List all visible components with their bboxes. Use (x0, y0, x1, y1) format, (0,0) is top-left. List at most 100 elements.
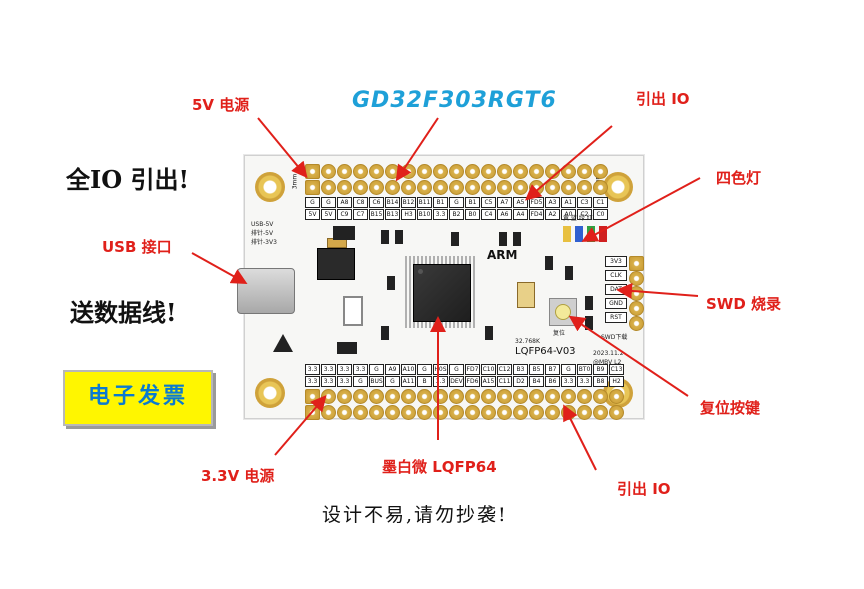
pin-label: H3 (401, 209, 416, 220)
header-pin (465, 405, 480, 420)
pin-label: D2 (513, 376, 528, 387)
pin-label: A1 (561, 197, 576, 208)
arrow-5v (257, 117, 308, 179)
smd-r (585, 316, 593, 330)
pin-label: G (353, 376, 368, 387)
smd-r (381, 230, 389, 244)
header-pin (369, 180, 384, 195)
header-pin (497, 389, 512, 404)
pin-label: A0 (561, 209, 576, 220)
header-pin (561, 180, 576, 195)
header-pin (593, 164, 608, 179)
arrow-io-top (524, 125, 613, 201)
pin-label: 3.3 (353, 364, 368, 375)
swd-text: SWD下载 (601, 334, 628, 341)
reset-button-cap[interactable] (555, 304, 571, 320)
header-pin (385, 180, 400, 195)
pin-label: C6 (369, 197, 384, 208)
pin-label: B (417, 376, 432, 387)
header-pin (529, 405, 544, 420)
mcu-chip (413, 264, 471, 322)
pin-label: B15 (369, 209, 384, 220)
swd-pin-clk: CLK (605, 270, 627, 281)
pin-label: A5 (513, 197, 528, 208)
diode (333, 226, 355, 240)
led-red (599, 226, 607, 242)
pcb-board: 3mm 3mm GGA8C8C6B14B12B11B1GB1C5A7A5FD5A… (237, 155, 645, 420)
pin-label: G (417, 364, 432, 375)
header-pin (385, 389, 400, 404)
pin-label: A2 (545, 209, 560, 220)
smd-r (545, 256, 553, 270)
pin-label: G (305, 197, 320, 208)
pin-label: B11 (417, 197, 432, 208)
pin-label: B5 (529, 364, 544, 375)
header-pin (417, 405, 432, 420)
header-pin (353, 405, 368, 420)
pin-label: BT0 (577, 364, 592, 375)
pin-label: C1 (593, 197, 608, 208)
header-pin (497, 405, 512, 420)
header-pin (353, 164, 368, 179)
label-io-bottom: 引出 IO (617, 480, 671, 498)
header-pin (593, 405, 608, 420)
pin-label: 5V (305, 209, 320, 220)
pin-label: B10 (417, 209, 432, 220)
mount-hole-tl (255, 172, 285, 202)
header-pin (449, 164, 464, 179)
jumper-h1 (343, 296, 363, 326)
header-pin (449, 405, 464, 420)
pin-label: A9 (385, 364, 400, 375)
header-pin (433, 164, 448, 179)
header-pin (481, 180, 496, 195)
date-text: 2023.11.2 (593, 350, 624, 357)
arm-text: ARM (487, 248, 518, 262)
swd-pin-column (629, 256, 645, 331)
pin-label: 3.3 (337, 376, 352, 387)
pin-label: C3 (577, 197, 592, 208)
label-reset: 复位按键 (700, 399, 761, 417)
header-pin (529, 164, 544, 179)
header-pin (417, 180, 432, 195)
header-pin (321, 164, 336, 179)
header-pin (321, 180, 336, 195)
pin-label: A10 (401, 364, 416, 375)
pin-label: 3.3 (433, 209, 448, 220)
header-pin (593, 180, 608, 195)
usb-text-2: 排针-5V (251, 230, 274, 237)
header-pin (369, 389, 384, 404)
header-pin (545, 389, 560, 404)
header-pin (497, 180, 512, 195)
pin-label: B4 (529, 376, 544, 387)
pin-label: G (449, 364, 464, 375)
swd-pin-3v3: 3V3 (605, 256, 627, 267)
arrow-led (581, 177, 701, 242)
header-pin (609, 405, 624, 420)
header-pin (417, 164, 432, 179)
header-pin (465, 164, 480, 179)
pin-label: C5 (481, 197, 496, 208)
reset-text: 复位 (553, 330, 566, 337)
pin-label: B14 (385, 197, 400, 208)
pin-label: B0 (465, 209, 480, 220)
pin-label: A3 (545, 197, 560, 208)
pin-label: 3.3 (305, 364, 320, 375)
header-pin (481, 164, 496, 179)
header-pin (481, 405, 496, 420)
header-pin (369, 405, 384, 420)
pin-label: 3.3 (337, 364, 352, 375)
pin-label: G (321, 197, 336, 208)
maker-text: @MBV L2 (593, 359, 622, 366)
swd-header: 3V3 CLK DAT GND RST (605, 256, 628, 326)
usb-text-1: USB-5V (251, 221, 274, 228)
arrow-reset (568, 315, 689, 397)
pin-label: C12 (497, 364, 512, 375)
arrow-usb (191, 252, 248, 284)
header-pin (417, 389, 432, 404)
pin-label: B13 (385, 209, 400, 220)
header-pin (337, 180, 352, 195)
pin-label: C4 (481, 209, 496, 220)
pin-label: C2 (577, 209, 592, 220)
